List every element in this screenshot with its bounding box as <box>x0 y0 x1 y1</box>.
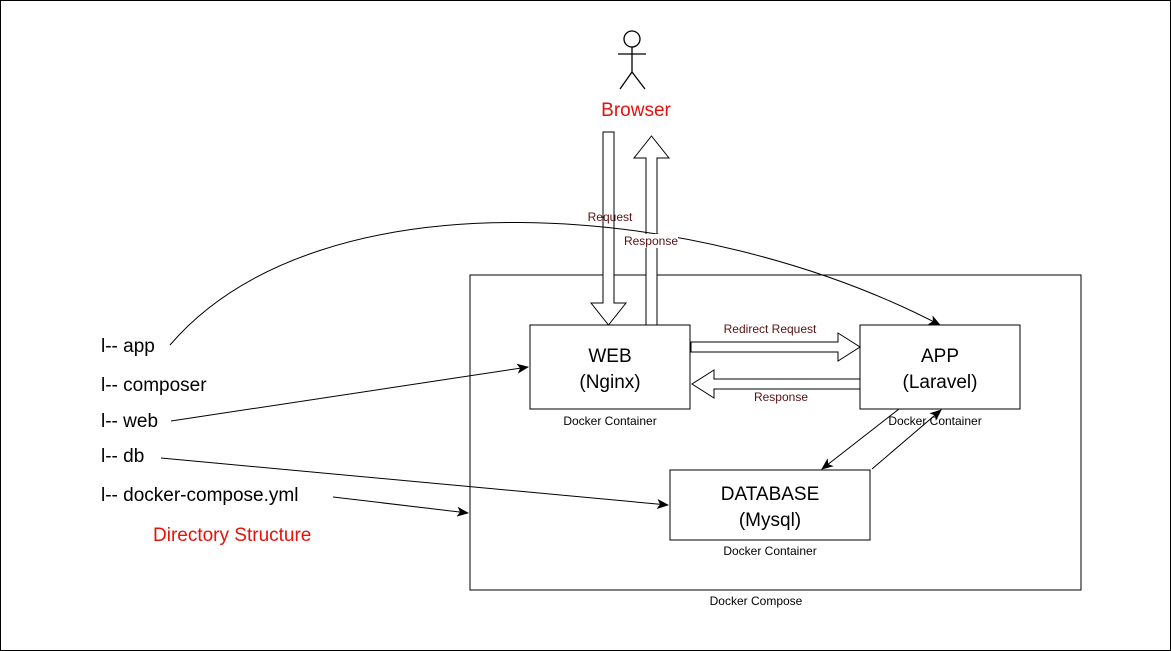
response-arrow-browser <box>632 135 671 326</box>
db-dir-link <box>160 457 669 509</box>
app-node <box>859 324 1021 410</box>
request-arrow <box>589 131 628 326</box>
redirect-request-label: Redirect Request <box>724 322 817 336</box>
web-node-subtitle: (Nginx) <box>579 372 640 393</box>
docker-compose-caption: Docker Compose <box>710 594 803 608</box>
database-node-caption: Docker Container <box>723 544 816 558</box>
db-to-app-arrow <box>871 409 942 470</box>
directory-item: l-- db <box>101 446 144 467</box>
response-app-label: Response <box>754 390 808 404</box>
app-to-db-arrow <box>821 408 900 470</box>
database-node-title: DATABASE <box>721 484 820 505</box>
browser-label: Browser <box>601 100 671 121</box>
request-label: Request <box>588 210 633 224</box>
web-dir-link <box>170 363 529 422</box>
directory-item: l-- web <box>101 411 158 432</box>
web-node-caption: Docker Container <box>563 414 656 428</box>
directory-item: l-- composer <box>101 375 207 396</box>
response-label-bg <box>622 234 678 248</box>
app-node-subtitle: (Laravel) <box>903 372 978 393</box>
web-node <box>529 324 691 410</box>
directory-item: l-- docker-compose.yml <box>101 485 298 506</box>
compose-dir-link <box>332 496 469 517</box>
directory-item: l-- app <box>101 336 155 357</box>
directory-structure: l-- app l-- composer l-- web l-- db l-- … <box>101 336 311 546</box>
docker-compose-container <box>469 274 1082 591</box>
stick-figure-icon <box>618 30 646 90</box>
redirect-request-arrow <box>690 332 861 362</box>
database-node-subtitle: (Mysql) <box>739 510 801 531</box>
app-dir-link <box>169 222 941 346</box>
database-node <box>669 469 871 541</box>
directory-structure-title: Directory Structure <box>153 525 311 546</box>
response-app-label-bg <box>751 390 809 404</box>
response-arrow-app <box>691 369 861 399</box>
app-node-caption: Docker Container <box>888 414 981 428</box>
response-browser-label: Response <box>624 234 678 248</box>
app-node-title: APP <box>921 346 959 367</box>
web-node-title: WEB <box>588 346 631 367</box>
